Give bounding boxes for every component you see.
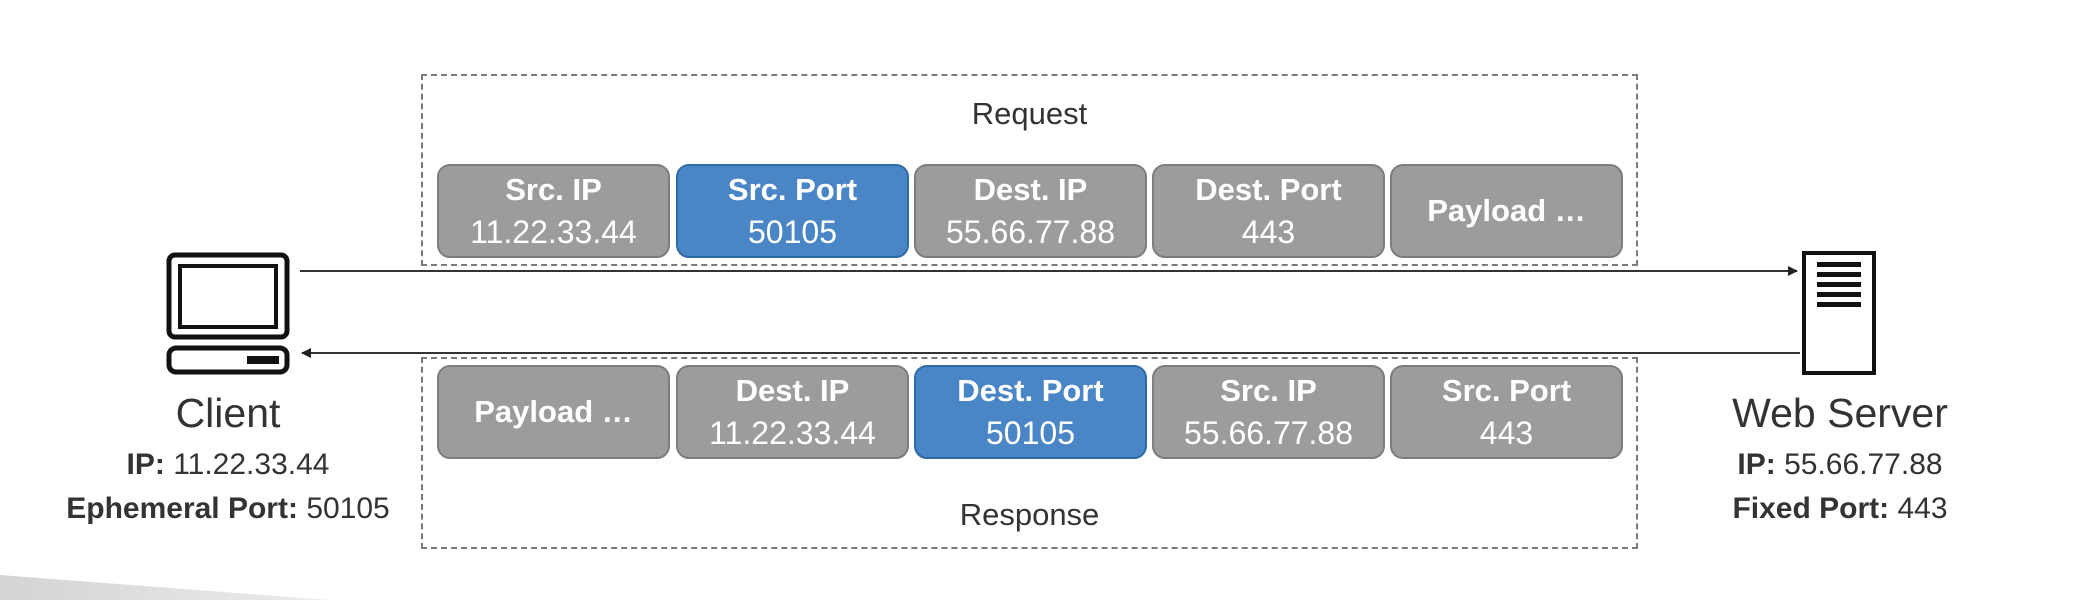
server-ip-value: 55.66.77.88	[1784, 448, 1943, 481]
laptop-icon	[166, 252, 290, 375]
field-label: Payload …	[474, 394, 633, 429]
field-value: 50105	[748, 214, 837, 250]
field-label: Src. Port	[1441, 373, 1572, 408]
server-port-value: 443	[1897, 492, 1948, 525]
server-port: Fixed Port: 443	[1700, 492, 1980, 526]
response-group-box	[421, 357, 1638, 549]
client-port: Ephemeral Port: 50105	[48, 492, 408, 526]
request-field-src-port: Src. Port 50105	[676, 164, 909, 258]
field-label: Dest. Port	[957, 373, 1104, 408]
server-icon	[1802, 251, 1876, 375]
server-ip-label: IP:	[1737, 448, 1776, 481]
response-title: Response	[959, 497, 1100, 532]
response-field-dest-port: Dest. Port 50105	[914, 365, 1147, 459]
field-label: Dest. IP	[735, 373, 850, 408]
field-label: Dest. Port	[1195, 172, 1342, 207]
field-value: 55.66.77.88	[1183, 415, 1354, 451]
field-value: 50105	[986, 415, 1075, 451]
request-group-box	[421, 74, 1638, 266]
field-label: Src. Port	[727, 172, 858, 207]
response-field-src-port: Src. Port 443	[1390, 365, 1623, 459]
response-field-dest-ip: Dest. IP 11.22.33.44	[676, 365, 909, 459]
request-field-dest-port: Dest. Port 443	[1152, 164, 1385, 258]
response-field-payload: Payload …	[437, 365, 670, 459]
field-value: 55.66.77.88	[945, 214, 1116, 250]
field-label: Src. IP	[1220, 373, 1317, 408]
field-value: 11.22.33.44	[470, 214, 637, 250]
request-field-dest-ip: Dest. IP 55.66.77.88	[914, 164, 1147, 258]
request-field-src-ip: Src. IP 11.22.33.44	[437, 164, 670, 258]
client-ip-label: IP:	[126, 448, 165, 481]
server-ip: IP: 55.66.77.88	[1700, 448, 1980, 482]
field-value: 443	[1241, 214, 1296, 250]
field-value: 443	[1479, 415, 1534, 451]
client-name: Client	[175, 390, 281, 436]
client-port-label: Ephemeral Port:	[66, 492, 298, 525]
server-name: Web Server	[1732, 390, 1948, 436]
field-value: 11.22.33.44	[709, 415, 876, 451]
server-port-label: Fixed Port:	[1732, 492, 1890, 525]
field-label: Src. IP	[505, 172, 602, 207]
client-ip-value: 11.22.33.44	[173, 448, 330, 481]
field-label: Dest. IP	[973, 172, 1088, 207]
request-field-payload: Payload …	[1390, 164, 1623, 258]
response-field-src-ip: Src. IP 55.66.77.88	[1152, 365, 1385, 459]
field-label: Payload …	[1427, 193, 1586, 228]
client-port-value: 50105	[306, 492, 390, 525]
client-ip: IP: 11.22.33.44	[48, 448, 408, 482]
request-title: Request	[971, 96, 1088, 131]
